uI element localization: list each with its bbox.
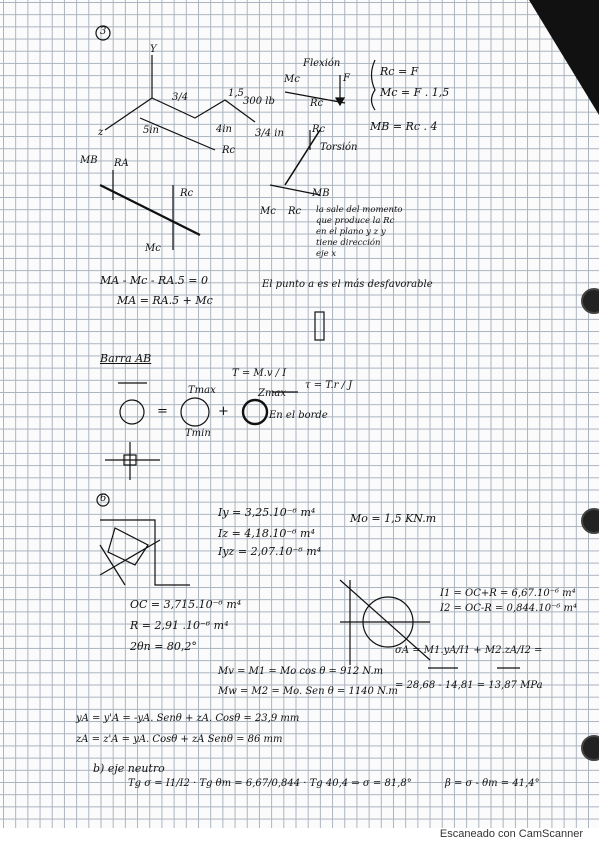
section-circle-3 (241, 398, 269, 426)
i2-value: I2 = OC-R = 0,844.10⁻⁶ m⁴ (440, 603, 578, 614)
mb-label: MB (80, 155, 98, 166)
force-label: F (343, 73, 350, 84)
plus-sign: + (218, 404, 229, 419)
beam-c (284, 91, 346, 104)
za-value: zA = z'A = yA. Cosθ + zA Senθ = 86 mm (76, 734, 283, 745)
sigma-formula: σA = M1.yA/I1 + M2.zA/I2 = (395, 645, 543, 656)
note-moment: la sale del momento que produce la Rc en… (316, 205, 403, 260)
rc-label: Rc (222, 145, 236, 156)
brace (370, 59, 376, 111)
sigma-result: = 28,68 - 14,81 = 13,87 MPa (395, 680, 543, 691)
dim-3-4-in: 3/4 in (255, 128, 284, 139)
iyz-value: Iyz = 2,07.10⁻⁶ m⁴ (218, 545, 322, 558)
mb-label-mid: MB (312, 188, 330, 199)
bar-ab (99, 184, 201, 236)
eq-mc: Mc = F . 1,5 (380, 86, 450, 99)
axis-v (99, 539, 161, 576)
eq-mb: MB = Rc . 4 (370, 120, 438, 133)
note-line: eje x (316, 249, 337, 259)
rc-label-mid: Rc (312, 124, 326, 135)
angle-section (107, 527, 149, 566)
load-label: 300 lb (243, 96, 275, 107)
tg-formula: Tg σ = I1/I2 · Tg θm = 6,67/0,844 · Tg 4… (128, 778, 412, 789)
iy-value: Iy = 3,25.10⁻⁶ m⁴ (218, 506, 316, 519)
z-axis-label: z (98, 127, 104, 138)
ya-value: yA = y'A = -yA. Senθ + zA. Cosθ = 23,9 m… (76, 713, 300, 724)
page-corner-shadow (529, 0, 599, 115)
iz-value: Iz = 4,18.10⁻⁶ m⁴ (218, 527, 315, 540)
mb-line (269, 184, 321, 196)
torsion-label: Torsión (320, 142, 358, 153)
beta-value: β = σ - θm = 41,4° (445, 778, 540, 789)
oc-value: OC = 3,715.10⁻⁶ m⁴ (130, 598, 242, 611)
grid-paper-sheet: 3 Y z 5in 4in 3/4 3/4 in 1,5 300 lb Rc R… (0, 0, 599, 828)
mohr-circle (362, 596, 414, 648)
mo-value: Mo = 1,5 KN.m (350, 512, 437, 525)
section-outline (100, 519, 190, 586)
binder-hole (581, 735, 599, 761)
theta-value: 2θn = 80,2° (130, 640, 197, 653)
equation-1: MA - Mc - RA.5 = 0 (100, 274, 208, 287)
note-line: en el plano y z y (316, 227, 386, 237)
eq-rc: Rc = F (380, 65, 419, 78)
note-point: El punto a es el más desfavorable (262, 279, 433, 290)
mohr-diagonal (339, 579, 431, 661)
dim-5in: 5in (143, 125, 160, 136)
problem-number-6: 6 (100, 493, 107, 504)
neutral-axis-title: b) eje neutro (93, 762, 165, 775)
dim-4in: 4in (216, 124, 233, 135)
mc-label: Mc (145, 243, 161, 254)
zmax-label: Zmax (258, 388, 287, 399)
tmax-label: Tmax (188, 385, 216, 396)
section-title-barra: Barra AB (100, 352, 152, 365)
flexion-label: Flexión (303, 58, 341, 69)
bar-section-rect (314, 311, 325, 341)
tmin-label: Tmin (185, 428, 211, 439)
rc-label-2: Rc (180, 188, 194, 199)
section-circle-1 (119, 399, 145, 425)
mv-value: Mv = M1 = Mo cos θ = 912 N.m (218, 666, 384, 677)
mc-label-mid: Mc (260, 206, 276, 217)
tau-formula-1: T = M.v / I (232, 368, 287, 379)
note-line: tiene dirección (316, 238, 381, 248)
i1-value: I1 = OC+R = 6,67.10⁻⁶ m⁴ (440, 588, 576, 599)
z-axis-line (104, 97, 153, 131)
axis-w (99, 544, 126, 586)
ra-label: RA (114, 158, 129, 169)
dim-1-5: 1,5 (228, 88, 244, 99)
equals-sign: = (157, 404, 168, 419)
r-value: R = 2,91 .10⁻⁶ m⁴ (130, 619, 229, 632)
y-axis-label: Y (150, 44, 157, 55)
footer-bar (0, 828, 599, 848)
scanner-watermark: Escaneado con CamScanner (439, 828, 583, 840)
tau-formula-2: τ = T.r / J (305, 380, 353, 391)
note-line: que produce la Rc (316, 216, 395, 226)
binder-hole (581, 288, 599, 314)
crank-arm (151, 97, 256, 123)
rc-label-low: Rc (288, 206, 302, 217)
rc-label-top: Rc (310, 98, 324, 109)
hand-sketches (95, 25, 520, 669)
problem-number: 3 (100, 26, 107, 37)
equation-2: MA = RA.5 + Mc (117, 294, 213, 307)
member-line (139, 117, 216, 151)
problem-number-circle (95, 25, 111, 41)
mc-label-top: Mc (284, 74, 300, 85)
note-line: la sale del momento (316, 205, 403, 215)
dim-3-4: 3/4 (172, 92, 189, 103)
problem-number-circle (96, 493, 110, 507)
borde-label: En el borde (269, 410, 328, 421)
mw-value: Mw = M2 = Mo. Sen θ = 1140 N.m (218, 686, 398, 697)
torsion-member (284, 129, 321, 186)
section-circle-2 (180, 397, 210, 427)
binder-hole (581, 508, 599, 534)
